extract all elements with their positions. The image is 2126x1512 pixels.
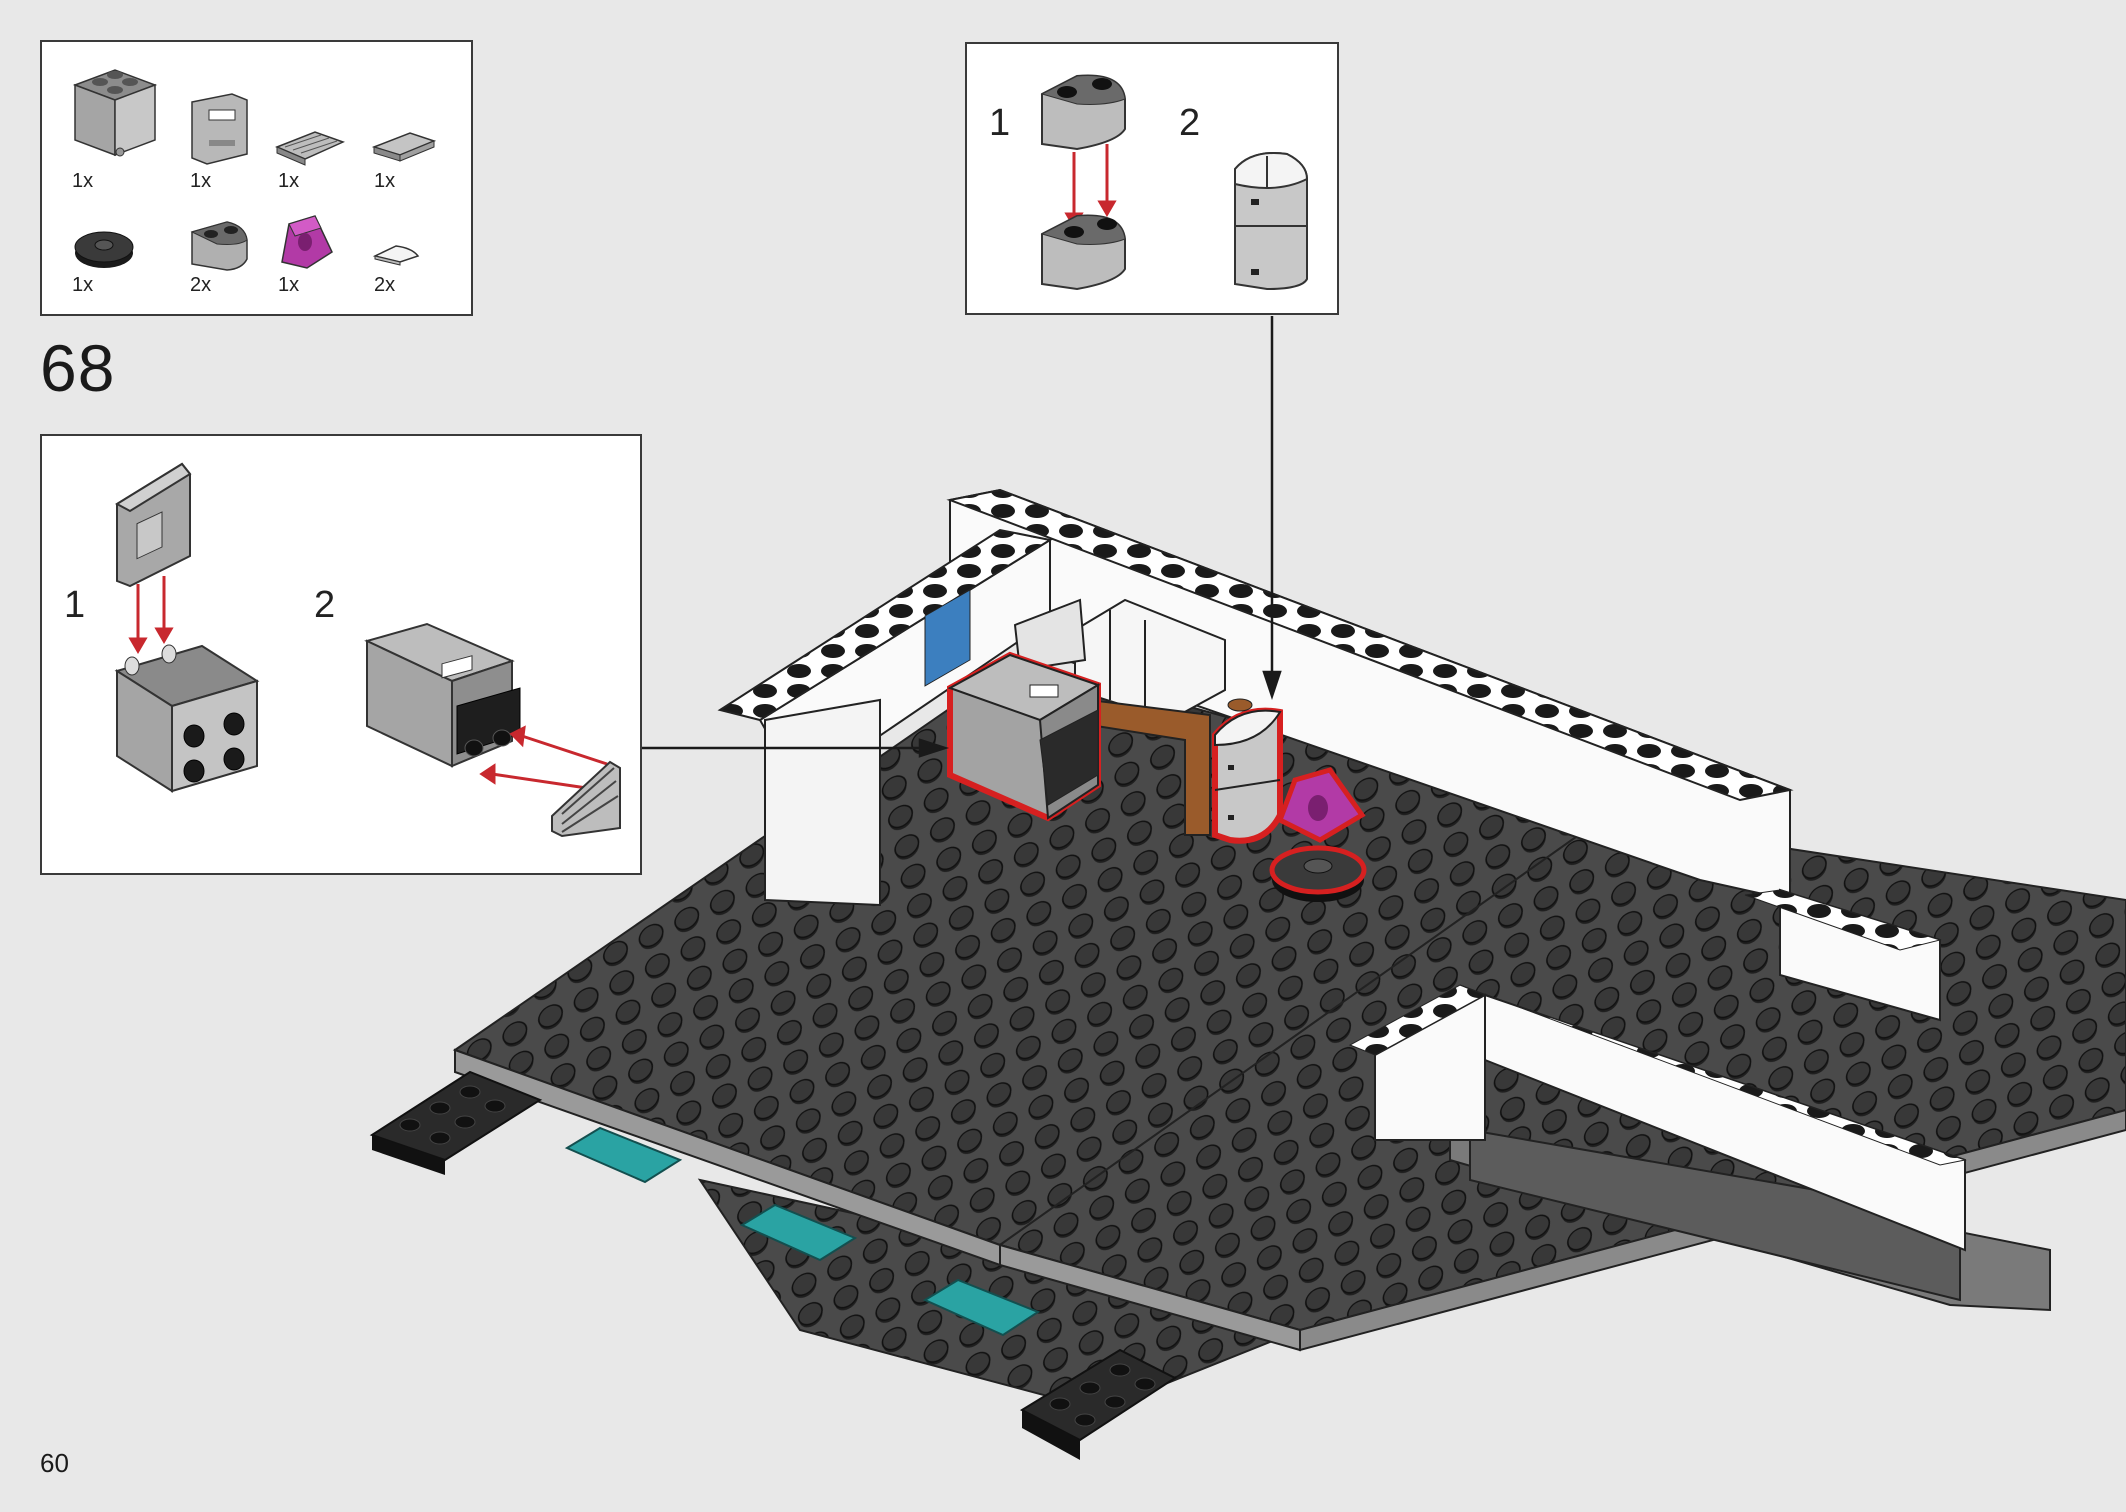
curved-brick-illustration: [1040, 214, 1126, 291]
qty-label: 1x: [278, 274, 300, 296]
magenta-part-icon: [277, 212, 337, 272]
sub-step-label: 2: [1179, 102, 1201, 144]
magenta-piece-highlighted: [1276, 767, 1366, 843]
container-door-illustration: [114, 462, 192, 588]
black-plate-left: [369, 1070, 543, 1175]
curved-brick-part-icon: [187, 214, 252, 274]
back-wall: [946, 488, 1942, 1022]
black-plate-bottom: [1019, 1348, 1177, 1460]
quarter-tile-part-icon: [372, 242, 422, 267]
container-part-icon: [70, 60, 160, 160]
qty-label: 1x: [72, 274, 94, 296]
callout-container-assembly: 1 2: [40, 434, 642, 875]
step-number: 68: [40, 331, 116, 405]
callout-container-illustration: [114, 462, 621, 838]
qty-label: 1x: [72, 170, 94, 192]
page-number: 60: [40, 1448, 69, 1478]
qty-label: 2x: [374, 274, 396, 296]
qty-label: 1x: [278, 170, 300, 192]
container-closed-illustration: [364, 622, 521, 768]
side-wall-left: [717, 528, 1053, 907]
qty-label: 1x: [374, 170, 396, 192]
qty-label: 2x: [190, 274, 212, 296]
container-new-highlighted: [947, 651, 1101, 822]
grille-tile-illustration: [551, 760, 621, 838]
container-illustration: [114, 644, 260, 793]
grille-tile-part-icon: [275, 127, 345, 167]
insert-arrow-red: [128, 576, 174, 654]
qty-label: 1x: [190, 170, 212, 192]
curved-brick-illustration: [1040, 74, 1126, 151]
callout-curved-brick-assembly: 1 2: [965, 42, 1339, 315]
sub-step-label: 2: [314, 584, 336, 626]
round-plate-highlighted: [1269, 845, 1367, 902]
parts-list-box: 1x 1x 1x 1x 1x: [40, 40, 473, 316]
stacked-curved-bricks-illustration: [1234, 152, 1309, 291]
callout-curved-brick-illustration: [1040, 74, 1309, 291]
appliance-stack: [1013, 598, 1226, 722]
round-plate-part-icon: [72, 227, 137, 272]
tile-part-icon: [372, 127, 437, 167]
sub-step-label: 1: [989, 102, 1011, 144]
placement-arrow: [642, 316, 1282, 758]
container-door-part-icon: [187, 92, 252, 167]
teal-plate: [564, 1126, 1041, 1337]
front-wall-right: [1348, 984, 1967, 1252]
sub-step-label: 1: [64, 584, 86, 626]
baseplate: [452, 658, 2126, 1412]
